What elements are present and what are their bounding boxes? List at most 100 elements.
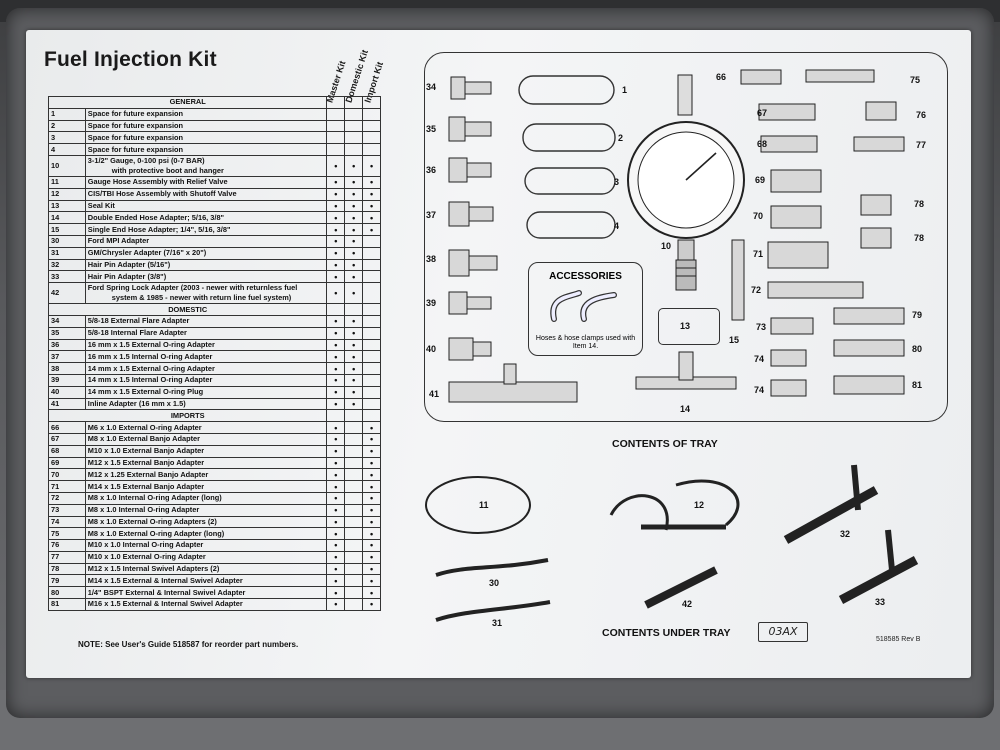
kit-mark-m: • xyxy=(326,385,346,399)
item-description: Ford Spring Lock Adapter (2003 - newer w… xyxy=(84,282,328,305)
kit-mark-imp: • xyxy=(362,456,381,470)
label-67: 67 xyxy=(757,108,768,118)
label-42: 42 xyxy=(682,599,693,609)
item-description: GM/Chrysler Adapter (7/16" x 20") xyxy=(84,246,328,260)
kit-mark-imp xyxy=(362,107,381,121)
kit-mark-imp: • xyxy=(362,421,381,434)
item-description: M6 x 1.0 External O-ring Adapter xyxy=(84,421,328,434)
label-15: 15 xyxy=(729,335,740,345)
kit-mark-imp: • xyxy=(362,491,381,505)
item-description: 14 mm x 1.5 External O-ring Plug xyxy=(84,385,328,399)
kit-mark-imp xyxy=(362,326,381,340)
label-32: 32 xyxy=(840,529,851,539)
accessories-caption: Hoses & hose clamps used with Item 14. xyxy=(535,335,636,350)
handwritten-code: 03AX xyxy=(758,622,808,642)
label-37: 37 xyxy=(426,210,437,220)
kit-mark-imp: • xyxy=(362,432,381,446)
section-label: GENERAL xyxy=(47,96,328,109)
item-number: 68 xyxy=(48,444,86,458)
kit-mark-imp: • xyxy=(362,527,381,541)
item-description: 16 mm x 1.5 Internal O-ring Adapter xyxy=(84,350,328,364)
item-number: 36 xyxy=(48,338,86,352)
label-73: 73 xyxy=(756,322,767,332)
gauge-drawing xyxy=(627,74,745,291)
section-row: DOMESTIC xyxy=(47,303,381,316)
kit-mark-imp xyxy=(362,362,381,375)
label-12: 12 xyxy=(694,500,705,510)
adapter-drawings xyxy=(425,69,919,622)
label-74b: 74 xyxy=(754,385,765,395)
item-description: 14 mm x 1.5 External O-ring Adapter xyxy=(84,362,328,375)
kit-mark-imp: • xyxy=(362,154,381,177)
kit-mark-imp xyxy=(362,397,381,411)
item-number: 70 xyxy=(48,468,86,482)
item-description-line2: system & 1985 - newer with return line f… xyxy=(111,293,292,303)
contents-of-tray-heading: CONTENTS OF TRAY xyxy=(612,438,718,450)
label-70: 70 xyxy=(753,211,764,221)
item-description: 3-1/2" Gauge, 0-100 psi (0-7 BAR)with pr… xyxy=(84,154,328,177)
label-10: 10 xyxy=(661,241,672,251)
item-description: 16 mm x 1.5 External O-ring Adapter xyxy=(84,338,328,352)
part-number: 518585 Rev B xyxy=(876,636,921,643)
label-78a: 78 xyxy=(914,199,925,209)
label-74a: 74 xyxy=(754,354,765,364)
kit-mark-imp: • xyxy=(362,223,381,236)
label-2: 2 xyxy=(618,133,624,143)
reorder-note: NOTE: See User's Guide 518587 for reorde… xyxy=(78,640,299,649)
label-81: 81 xyxy=(912,380,923,390)
accessories-title: ACCESSORIES xyxy=(549,271,622,282)
label-66: 66 xyxy=(716,72,727,82)
item-description-line1: Ford Spring Lock Adapter (2003 - newer w… xyxy=(87,283,298,293)
label-72: 72 xyxy=(751,285,762,295)
kit-mark-dom: • xyxy=(344,397,364,411)
label-78b: 78 xyxy=(914,233,925,243)
kit-mark-imp xyxy=(362,314,381,328)
contents-under-tray-heading: CONTENTS UNDER TRAY xyxy=(602,627,731,639)
kit-mark-imp xyxy=(362,258,381,272)
label-69: 69 xyxy=(755,175,766,185)
hose-illustration xyxy=(550,290,617,322)
kit-mark-imp: • xyxy=(362,598,381,611)
item-description-line1: 3-1/2" Gauge, 0-100 psi (0-7 BAR) xyxy=(87,155,205,165)
kit-mark-imp: • xyxy=(362,444,381,458)
label-75: 75 xyxy=(910,75,921,85)
kit-mark-dom: • xyxy=(344,258,364,272)
section-row: IMPORTS xyxy=(47,409,381,423)
kit-mark-m: • xyxy=(326,598,346,611)
label-33: 33 xyxy=(875,597,886,607)
section-row: GENERAL xyxy=(47,96,381,109)
item-description: M16 x 1.5 External & Internal Swivel Ada… xyxy=(84,598,328,611)
item-description: M12 x 1.25 External Banjo Adapter xyxy=(84,468,328,482)
label-41: 41 xyxy=(429,389,440,399)
accessories-box: ACCESSORIES Hoses & hose clamps used wit… xyxy=(528,262,643,356)
label-80: 80 xyxy=(912,344,923,354)
kit-mark-imp: • xyxy=(362,187,381,201)
kit-mark-dom: • xyxy=(344,362,364,375)
tray-drawings xyxy=(425,464,919,622)
seal-kit-box xyxy=(658,308,720,345)
item-description-line2: with protective boot and hanger xyxy=(111,165,224,175)
kit-mark-dom: • xyxy=(344,338,364,352)
item-description: M8 x 1.0 Internal O-ring Adapter (long) xyxy=(84,491,328,505)
kit-mark-imp xyxy=(362,373,381,387)
item-description: 5/8-18 External Flare Adapter xyxy=(84,314,328,328)
empty-cell xyxy=(362,96,381,109)
